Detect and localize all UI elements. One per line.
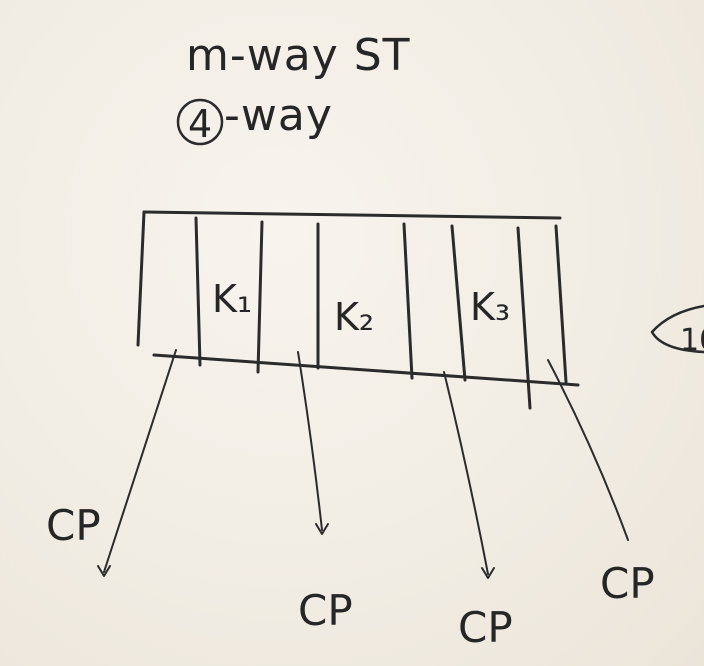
- circle-mark: [176, 98, 224, 146]
- node-bottom-edge: [152, 353, 580, 387]
- pointer-arrow-2: [297, 351, 323, 531]
- node-left-edge: [136, 210, 146, 347]
- key-3: K₃: [470, 285, 510, 329]
- divider-4: [402, 222, 414, 380]
- partial-circle-right: [650, 304, 704, 354]
- cp-label-1: CP: [46, 501, 101, 550]
- key-1: K₁: [212, 277, 252, 321]
- divider-7: [554, 224, 568, 384]
- divider-5: [450, 224, 467, 382]
- cut-off-text: 10: [680, 323, 704, 358]
- node-top-edge: [142, 210, 562, 220]
- arrowhead-2: [315, 523, 329, 535]
- pointer-arrow-3: [443, 371, 489, 575]
- cp-label-4: CP: [600, 559, 655, 608]
- key-2: K₂: [334, 295, 374, 339]
- divider-2: [256, 220, 264, 374]
- cp-label-2: CP: [298, 586, 353, 635]
- cp-label-3: CP: [458, 603, 513, 652]
- arrowhead-3: [481, 567, 495, 579]
- heading-4-way-suffix: -way: [224, 90, 333, 141]
- heading-circled-number: 4: [188, 102, 212, 146]
- arrowhead-1: [97, 565, 111, 577]
- divider-1: [194, 216, 202, 367]
- divider-6: [516, 226, 532, 410]
- pointer-arrow-1: [103, 349, 177, 573]
- heading-m-way: m-way ST: [186, 30, 411, 81]
- pointer-line-4: [547, 359, 629, 541]
